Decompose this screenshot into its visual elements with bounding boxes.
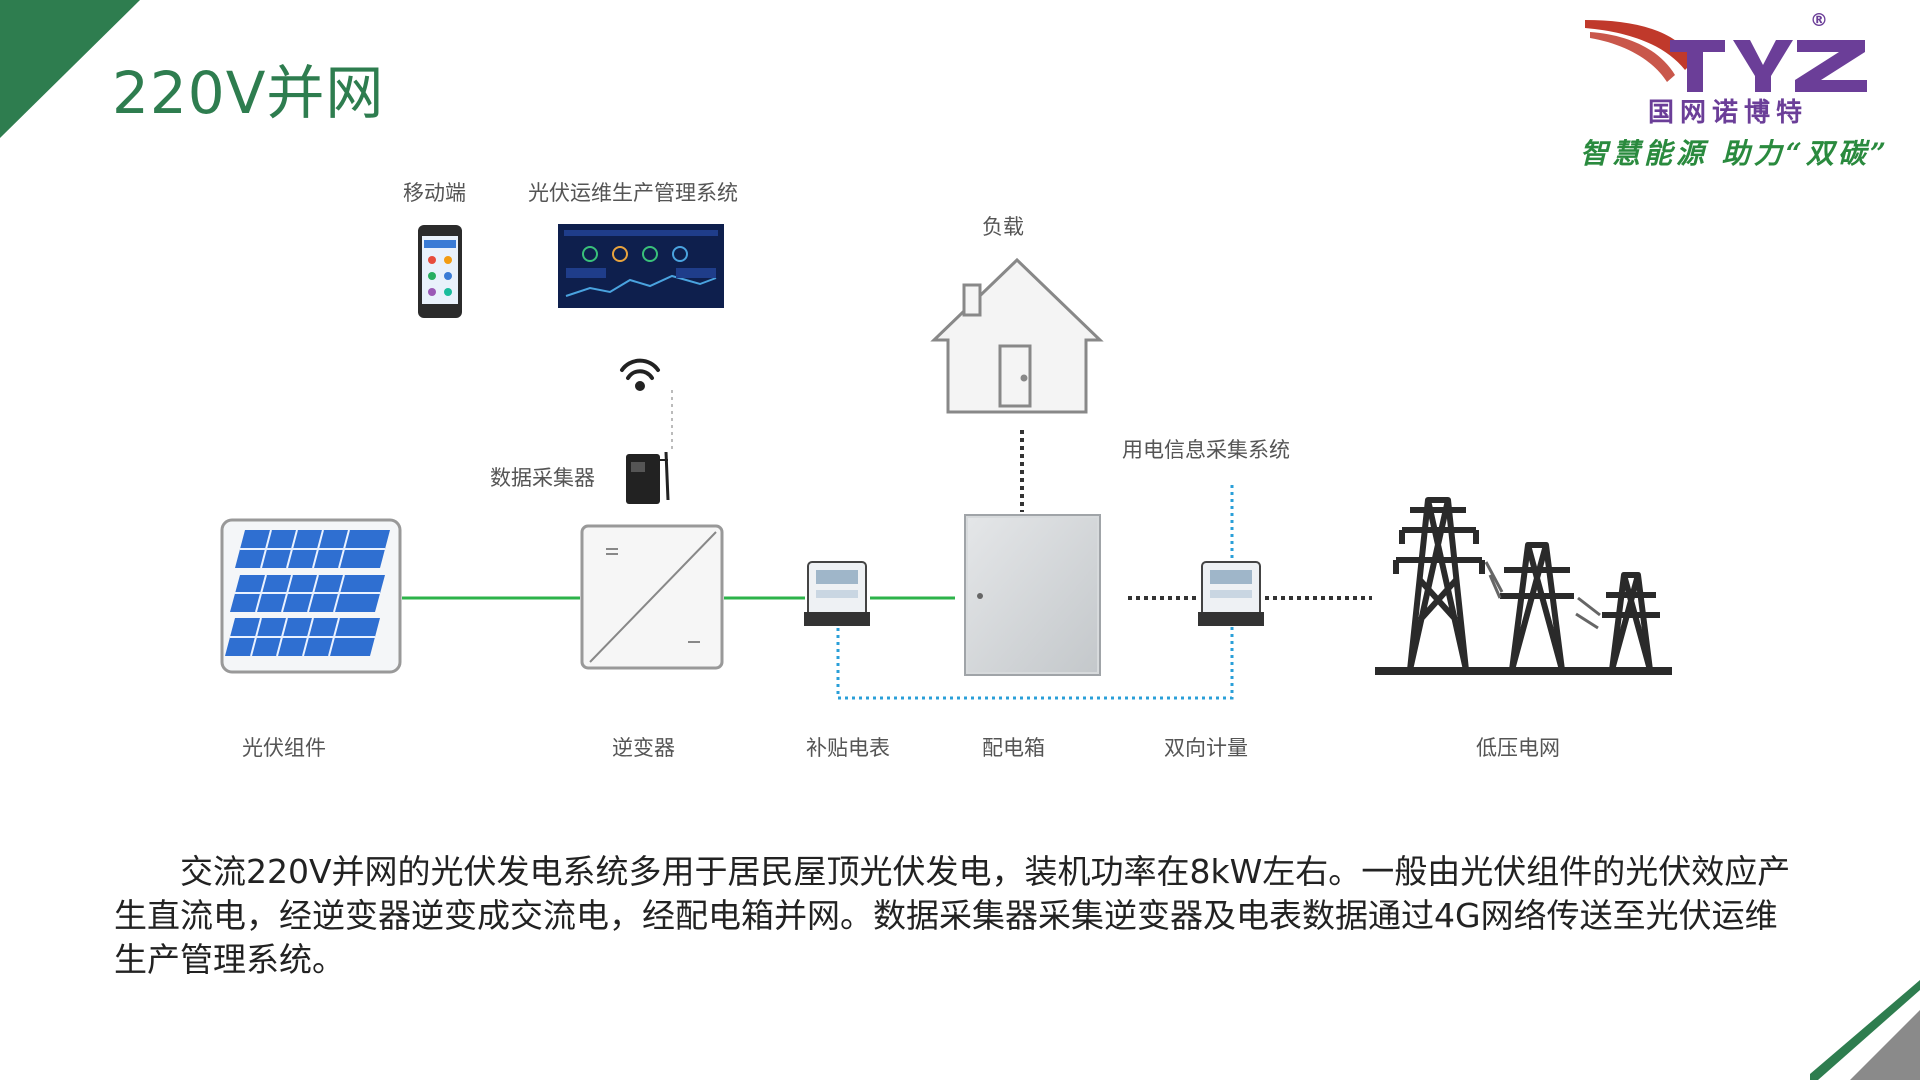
pv-panel-icon xyxy=(220,518,402,674)
registered-mark: ® xyxy=(1810,10,1828,31)
label-bidirectional-meter: 双向计量 xyxy=(1164,736,1248,760)
page-title: 220V并网 xyxy=(112,59,385,127)
wifi-icon xyxy=(620,358,660,391)
subsidy-meter-icon xyxy=(804,561,870,626)
label-data-collector: 数据采集器 xyxy=(490,466,595,490)
label-pv-module: 光伏组件 xyxy=(242,736,326,760)
house-icon xyxy=(930,257,1104,414)
bidirectional-meter-icon xyxy=(1198,561,1264,626)
label-power-info-system: 用电信息采集系统 xyxy=(1122,438,1290,462)
transmission-tower-icon xyxy=(1375,497,1672,675)
mobile-phone-icon xyxy=(418,225,462,318)
label-ops-system: 光伏运维生产管理系统 xyxy=(528,181,738,205)
corner-decoration-top-left xyxy=(0,0,140,138)
label-low-voltage-grid: 低压电网 xyxy=(1476,736,1560,760)
label-subsidy-meter: 补贴电表 xyxy=(806,736,890,760)
logo-brand-text: 国网诺博特 xyxy=(1647,98,1808,128)
data-line-meters xyxy=(836,625,1234,700)
description-paragraph: 交流220V并网的光伏发电系统多用于居民屋顶光伏发电，装机功率在8kW左右。一般… xyxy=(114,852,1791,979)
logo-slogan: 智慧能源 助力“双碳” xyxy=(1580,137,1890,170)
ops-dashboard-icon xyxy=(558,224,724,308)
distribution-box-icon xyxy=(964,514,1101,676)
label-distribution-box: 配电箱 xyxy=(982,736,1045,760)
inverter-icon xyxy=(580,524,724,670)
corner-decoration-bottom-right xyxy=(1810,980,1920,1080)
data-collector-icon xyxy=(626,451,670,504)
label-inverter: 逆变器 xyxy=(612,736,675,760)
label-load: 负载 xyxy=(982,215,1024,239)
company-logo xyxy=(1585,20,1867,92)
label-mobile: 移动端 xyxy=(403,181,466,205)
